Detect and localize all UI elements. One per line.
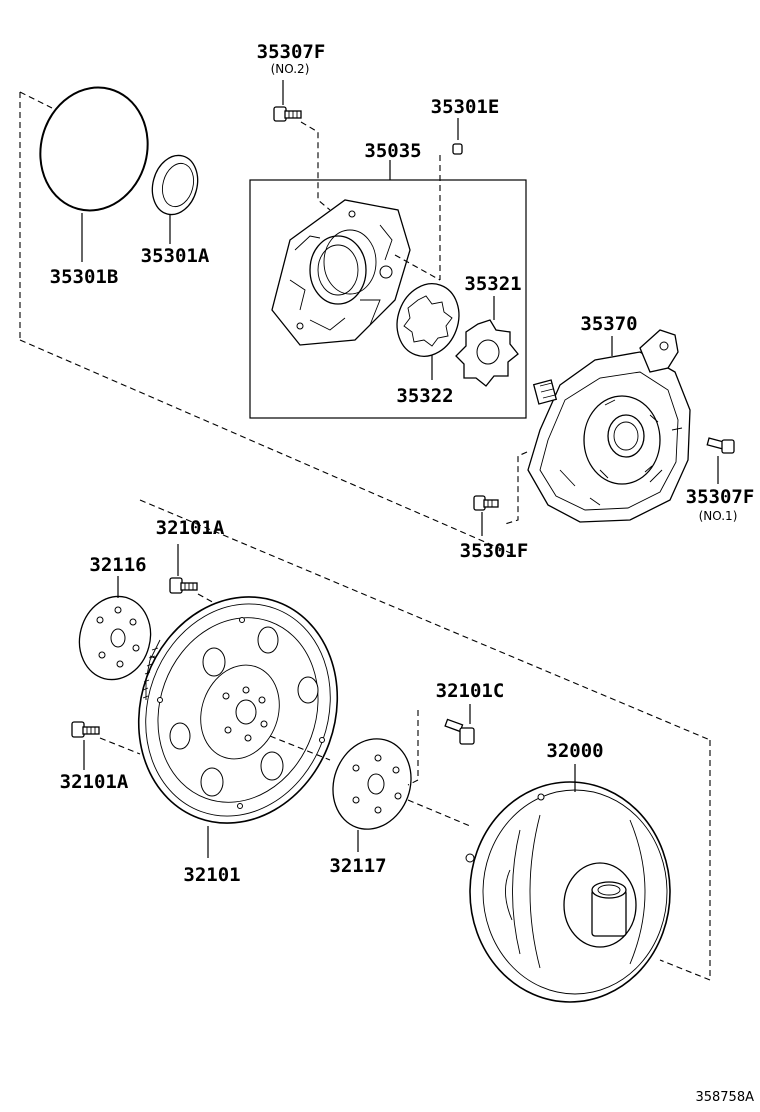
bolt-icon	[706, 437, 735, 484]
label-35321: 35321	[464, 273, 521, 295]
label-32101: 32101	[183, 864, 240, 886]
label-35322: 35322	[396, 385, 453, 407]
label-35307F-no2-sub: (NO.2)	[271, 62, 310, 76]
pin-icon	[439, 118, 463, 280]
label-35307F-no2: 35307F	[257, 41, 326, 63]
bolt-icon	[71, 721, 141, 770]
assembly-dashed-outline	[19, 91, 711, 981]
label-35301B: 35301B	[50, 266, 119, 288]
bolt-icon	[273, 80, 331, 211]
label-35301A: 35301A	[141, 245, 210, 267]
label-32117: 32117	[329, 855, 386, 877]
label-32101A-top: 32101A	[156, 517, 225, 539]
part-labels: 35307F (NO.2) 35301E 35035 35301B 35301A…	[50, 41, 755, 1105]
label-35301E: 35301E	[431, 96, 500, 118]
label-35307F-no1-sub: (NO.1)	[699, 509, 738, 523]
label-35370: 35370	[580, 313, 637, 335]
oil-seal-icon	[151, 154, 199, 244]
oil-pump-assembly-icon	[504, 329, 691, 525]
label-32000: 32000	[546, 740, 603, 762]
pump-body-group-box	[249, 160, 527, 419]
spacer-icon	[78, 576, 181, 681]
pump-driven-gear-icon	[396, 283, 460, 380]
spacer-icon	[332, 738, 471, 852]
label-32101C: 32101C	[436, 680, 505, 702]
bolt-icon	[169, 544, 217, 605]
label-32116: 32116	[89, 554, 146, 576]
pump-drive-gear-icon	[455, 296, 519, 387]
drive-plate-icon	[137, 596, 339, 858]
bolt-icon	[473, 495, 499, 536]
label-35301F: 35301F	[460, 540, 529, 562]
pump-body-icon	[271, 199, 441, 346]
o-ring-icon	[39, 86, 149, 262]
diagram-ref-code: 358758A	[695, 1090, 754, 1105]
label-35307F-no1: 35307F	[686, 486, 755, 508]
bolt-icon	[407, 704, 475, 786]
torque-converter-icon	[465, 764, 671, 1003]
label-32101A-left: 32101A	[60, 771, 129, 793]
label-35035: 35035	[364, 140, 421, 162]
